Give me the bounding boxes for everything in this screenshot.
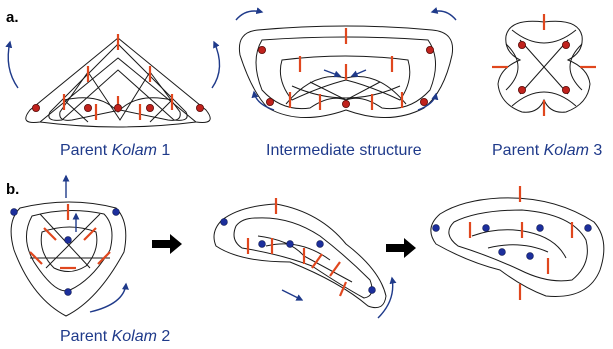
caption-parent-kolam-1-italic: Kolam — [112, 142, 157, 159]
panel-label-a: a. — [6, 9, 19, 26]
caption-parent-kolam-3-suffix: 3 — [589, 142, 602, 159]
parent-kolam-2-diagram — [10, 174, 129, 317]
panel-label-b: b. — [6, 181, 19, 198]
intermediate-structure-diagram — [235, 7, 457, 118]
caption-parent-kolam-2-prefix: Parent — [60, 328, 112, 345]
caption-parent-kolam-2-italic: Kolam — [112, 328, 157, 345]
caption-parent-kolam-1-suffix: 1 — [157, 142, 170, 159]
caption-parent-kolam-1-prefix: Parent — [60, 142, 112, 159]
transition-arrow-1 — [152, 234, 182, 254]
transformation-step-diagram — [213, 198, 397, 319]
caption-parent-kolam-3-italic: Kolam — [544, 142, 589, 159]
caption-parent-kolam-2-suffix: 2 — [157, 328, 170, 345]
parent-kolam-1-diagram — [5, 34, 221, 128]
caption-parent-kolam-1: Parent Kolam 1 — [60, 142, 170, 159]
caption-parent-kolam-3: Parent Kolam 3 — [492, 142, 602, 159]
transition-arrow-2 — [386, 238, 416, 258]
caption-parent-kolam-2: Parent Kolam 2 — [60, 328, 170, 345]
resulting-kolam-diagram — [430, 186, 605, 300]
caption-intermediate-structure: Intermediate structure — [266, 142, 422, 159]
parent-kolam-3-diagram — [492, 14, 596, 116]
caption-parent-kolam-3-prefix: Parent — [492, 142, 544, 159]
